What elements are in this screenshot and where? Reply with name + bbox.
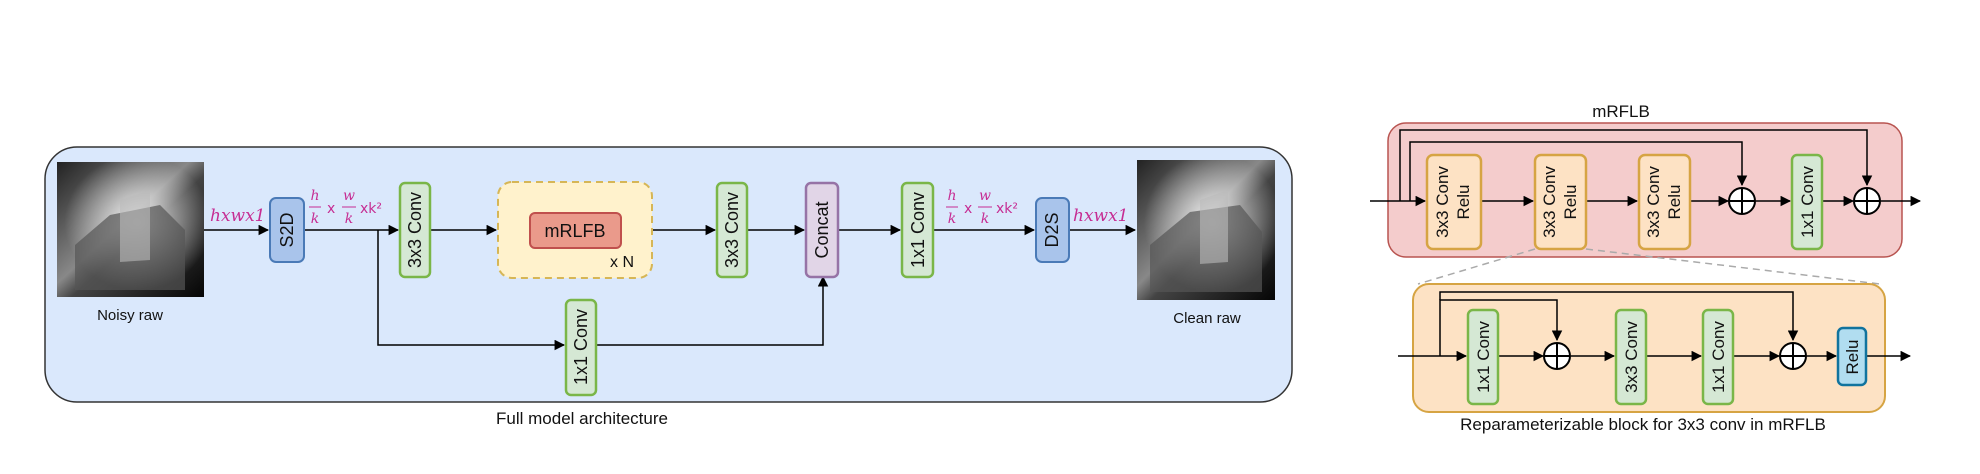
mrflb-title: mRFLB <box>1592 102 1650 121</box>
svg-text:xk²: xk² <box>360 201 382 217</box>
d2s-block: D2S <box>1035 197 1070 263</box>
reparam-panel <box>1412 283 1886 413</box>
svg-text:3x3 Conv: 3x3 Conv <box>1540 166 1559 238</box>
reparam-sum-icon-2 <box>1779 342 1807 370</box>
svg-text:k: k <box>981 211 989 227</box>
noisy-raw-label: Noisy raw <box>97 307 163 324</box>
svg-text:w: w <box>979 188 991 204</box>
conv3x3-block-b: 3x3 Conv <box>715 181 749 279</box>
svg-text:1x1 Conv: 1x1 Conv <box>1709 321 1728 393</box>
conv3x3-b-label: 3x3 Conv <box>722 192 742 268</box>
svg-text:Relu: Relu <box>1454 185 1473 220</box>
mrflb-conv1-block: 3x3 Conv Relu <box>1425 153 1483 251</box>
full-model-panel <box>44 146 1293 403</box>
reparam-conv1-block: 1x1 Conv <box>1466 308 1500 406</box>
clean-raw-image <box>1137 160 1275 300</box>
svg-text:3x3 Conv: 3x3 Conv <box>1622 321 1641 393</box>
upscaled-dim-formula: h k x w k xk² <box>946 188 1018 227</box>
repeat-n-label: x N <box>610 254 634 271</box>
reparam-relu-block: Relu <box>1836 326 1868 387</box>
mrflb-sum-icon-2 <box>1853 187 1881 215</box>
svg-text:xk²: xk² <box>996 201 1018 217</box>
reparam-sum-icon-1 <box>1543 342 1571 370</box>
downscaled-dim-formula: h k x w k xk² <box>309 188 382 227</box>
mrflb-conv4-block: 1x1 Conv <box>1790 153 1824 251</box>
output-dim-label: hxwx1 <box>1073 206 1129 226</box>
noisy-raw-image <box>57 162 204 297</box>
mrlfb-label: mRLFB <box>544 221 605 241</box>
svg-text:k: k <box>311 211 319 227</box>
d2s-label: D2S <box>1042 212 1062 247</box>
svg-text:h: h <box>947 188 956 204</box>
mrflb-arrows <box>1370 129 1922 207</box>
svg-text:3x3 Conv: 3x3 Conv <box>1433 166 1452 238</box>
mrflb-conv3-block: 3x3 Conv Relu <box>1637 153 1692 251</box>
svg-text:x: x <box>964 201 972 217</box>
conv3x3-block-a: 3x3 Conv <box>398 181 432 279</box>
concat-label: Concat <box>812 201 832 258</box>
svg-text:3x3 Conv: 3x3 Conv <box>1644 166 1663 238</box>
conv1x1-main-label: 1x1 Conv <box>908 192 928 268</box>
svg-text:k: k <box>948 211 956 227</box>
reparam-conv3-block: 1x1 Conv <box>1701 308 1735 406</box>
mrflb-conv2-block: 3x3 Conv Relu <box>1533 153 1588 251</box>
svg-text:k: k <box>345 211 353 227</box>
mrflb-sum-icon-1 <box>1728 187 1756 215</box>
main-flow-arrows <box>204 224 1137 351</box>
conv1x1-main-block: 1x1 Conv <box>900 181 935 279</box>
svg-text:h: h <box>310 188 319 204</box>
svg-text:Relu: Relu <box>1843 340 1862 375</box>
s2d-block: S2D <box>269 197 305 263</box>
svg-text:x: x <box>327 201 335 217</box>
svg-text:Relu: Relu <box>1665 185 1684 220</box>
concat-block: Concat <box>804 181 840 279</box>
full-model-caption: Full model architecture <box>496 409 668 428</box>
svg-text:1x1 Conv: 1x1 Conv <box>1798 166 1817 238</box>
reparam-arrows <box>1398 291 1912 362</box>
reparam-caption: Reparameterizable block for 3x3 conv in … <box>1460 415 1826 434</box>
clean-raw-label: Clean raw <box>1173 310 1241 327</box>
reparam-conv2-block: 3x3 Conv <box>1614 308 1648 406</box>
conv3x3-a-label: 3x3 Conv <box>405 192 425 268</box>
mrlfb-block <box>529 212 622 249</box>
conv1x1-skip-label: 1x1 Conv <box>571 309 591 385</box>
svg-text:w: w <box>343 188 355 204</box>
svg-text:Relu: Relu <box>1561 185 1580 220</box>
mrlfb-container: mRLFB x N <box>497 181 653 279</box>
input-dim-label: hxwx1 <box>210 206 266 226</box>
svg-text:1x1 Conv: 1x1 Conv <box>1474 321 1493 393</box>
zoom-connector-lines <box>1417 248 1881 285</box>
s2d-label: S2D <box>277 212 297 247</box>
conv1x1-skip-block: 1x1 Conv <box>564 298 598 397</box>
